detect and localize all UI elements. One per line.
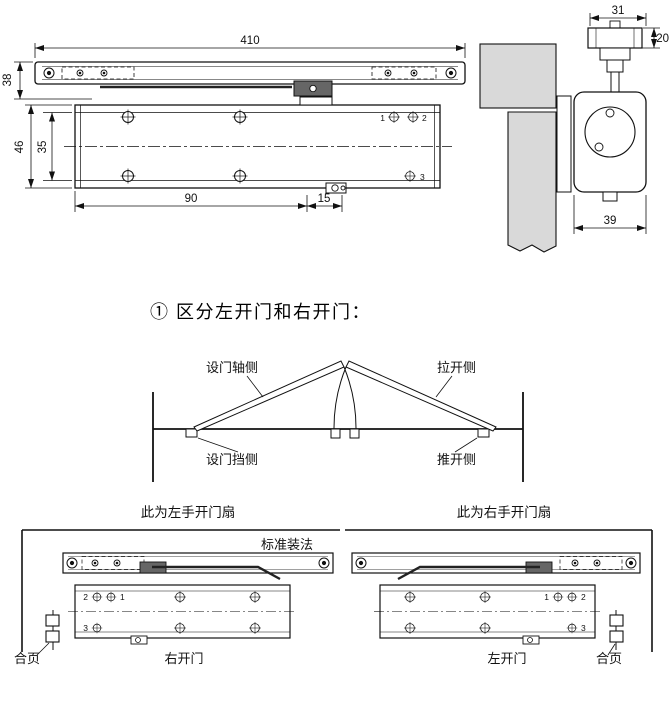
label-stop-side: 设门挡侧 bbox=[206, 452, 258, 467]
wall-section bbox=[479, 43, 557, 109]
right-hinge-leader bbox=[607, 643, 616, 656]
right-hole-label-3: 3 bbox=[581, 623, 586, 633]
dim-38-label: 38 bbox=[2, 74, 14, 87]
right-hole-label-2: 2 bbox=[581, 592, 586, 602]
left-rail bbox=[62, 552, 334, 574]
left-hole-label-2: 2 bbox=[83, 592, 88, 602]
left-hole-label-1: 1 bbox=[120, 592, 125, 602]
right-door-stop bbox=[477, 428, 490, 438]
hole-label-3: 3 bbox=[420, 172, 425, 182]
dim-31-label: 31 bbox=[612, 5, 625, 17]
right-arm bbox=[397, 565, 540, 581]
right-hinge-symbol bbox=[609, 610, 624, 650]
install-panel-left: 此为左手开门扇 标准装法 2 1 bbox=[14, 505, 340, 666]
center-stop-left bbox=[330, 428, 341, 439]
leader-pull-side bbox=[435, 375, 453, 398]
slide-rail-outline bbox=[34, 61, 466, 85]
dim-rail-height: 38 bbox=[2, 61, 92, 100]
dim-valve-position: 90 15 bbox=[74, 191, 343, 212]
door-section bbox=[507, 111, 557, 253]
dim-46-label: 46 bbox=[14, 141, 26, 154]
mounting-plate bbox=[556, 95, 572, 193]
right-door-direction: 左开门 bbox=[487, 651, 526, 666]
leader-hinge-side bbox=[246, 375, 264, 398]
label-pull-side: 拉开侧 bbox=[437, 360, 476, 375]
slide-rail-top-view bbox=[34, 61, 466, 97]
standard-install-note: 标准装法 bbox=[261, 537, 313, 552]
label-push-side: 推开侧 bbox=[437, 452, 476, 467]
left-hole-label-3: 3 bbox=[83, 623, 88, 633]
closer-dimension-drawing: 410 38 1 2 3 bbox=[2, 5, 669, 253]
closer-body-front-view: 1 2 3 bbox=[64, 96, 452, 194]
dim-body-height: 46 35 bbox=[14, 104, 72, 189]
left-panel-title: 此为左手开门扇 bbox=[141, 505, 236, 520]
door-swing-diagram: 设门轴侧 拉开侧 设门挡侧 推开侧 bbox=[152, 360, 524, 482]
leader-push-side bbox=[454, 437, 478, 453]
section1-title: ① 区分左开门和右开门： bbox=[150, 302, 371, 322]
left-swing-arc bbox=[343, 366, 357, 430]
installation-panels: 此为左手开门扇 标准装法 2 1 bbox=[14, 505, 653, 666]
dim-15-label: 15 bbox=[318, 193, 331, 205]
left-door-direction: 右开门 bbox=[164, 651, 203, 666]
dim-rail-length: 410 bbox=[34, 35, 466, 58]
left-hinge-label: 合页 bbox=[14, 651, 40, 666]
dim-side-view: 31 20 39 bbox=[573, 5, 669, 234]
dim-410-label: 410 bbox=[240, 35, 259, 47]
center-stop-right bbox=[349, 428, 360, 439]
leader-stop-side bbox=[197, 437, 239, 453]
left-hinge-symbol bbox=[45, 610, 60, 650]
label-hinge-side: 设门轴侧 bbox=[206, 360, 258, 375]
closer-side-view bbox=[479, 20, 647, 253]
dim-90-label: 90 bbox=[185, 193, 198, 205]
dim-35-label: 35 bbox=[37, 141, 49, 154]
right-panel-title: 此为右手开门扇 bbox=[457, 505, 552, 520]
dim-39-label: 39 bbox=[604, 215, 617, 227]
left-hinge-leader bbox=[36, 642, 50, 656]
install-panel-right: 此为右手开门扇 1 2 3 bbox=[345, 505, 653, 666]
left-door-stop bbox=[185, 428, 198, 438]
adjust-valve bbox=[325, 182, 347, 194]
hole-label-2: 2 bbox=[422, 113, 427, 123]
right-swing-arc bbox=[333, 366, 347, 430]
dim-20-label: 20 bbox=[656, 33, 669, 45]
right-hole-label-1: 1 bbox=[544, 592, 549, 602]
right-hinge-label: 合页 bbox=[596, 651, 622, 666]
left-arm bbox=[152, 565, 281, 581]
pinion-circle bbox=[584, 106, 636, 158]
hole-label-1: 1 bbox=[380, 113, 385, 123]
